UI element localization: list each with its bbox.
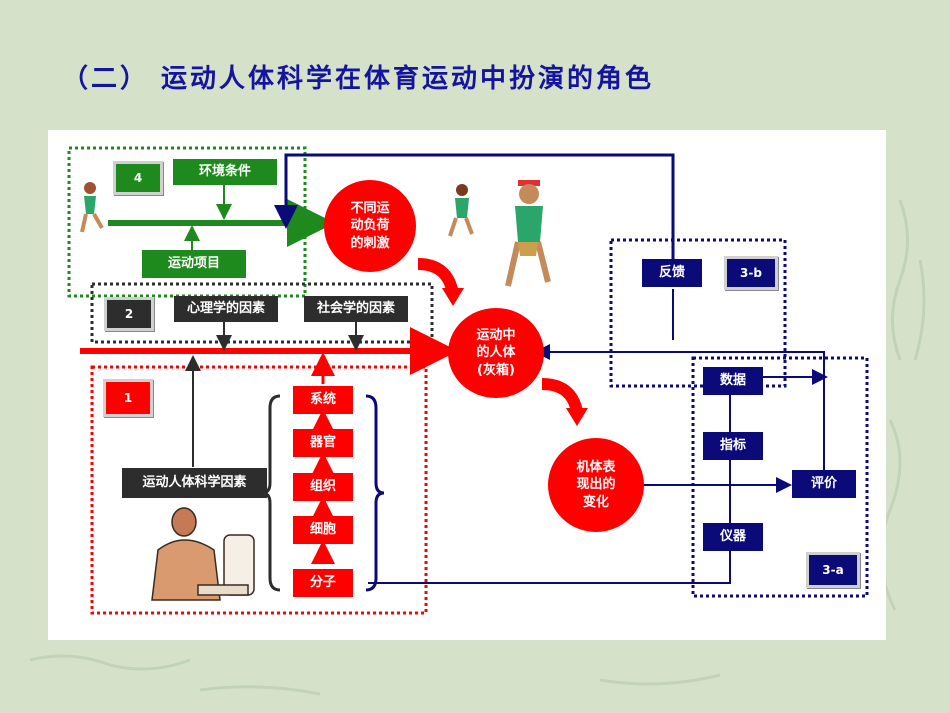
badge-4: 4: [113, 161, 163, 195]
change-line-1: 机体表: [576, 459, 616, 475]
body-line-3: (灰箱): [477, 362, 515, 378]
runner-figure-left: [80, 182, 104, 233]
sociology-factor-box: 社会学的因素: [304, 296, 408, 322]
diagram-panel: 4 环境条件 运动项目 2 心理学的因素 社会学的因素 1 运动人体科学因素 系…: [48, 130, 886, 640]
badge-3b: 3-b: [724, 256, 778, 290]
group3a-border: [691, 356, 869, 598]
evaluate-box: 评价: [792, 470, 856, 498]
sport-science-factor-box: 运动人体科学因素: [122, 468, 267, 498]
badge-3a: 3-a: [806, 552, 860, 588]
level-organ-box: 器官: [293, 429, 353, 457]
data-box: 数据: [703, 367, 763, 395]
body-line-1: 运动中: [476, 327, 516, 343]
level-molecule-box: 分子: [293, 569, 353, 597]
change-line-3: 变化: [582, 494, 609, 510]
index-box: 指标: [703, 432, 763, 460]
page-title: （二） 运动人体科学在体育运动中扮演的角色: [62, 64, 655, 94]
badge-1: 1: [103, 379, 153, 417]
runner-figure-middle: [448, 184, 474, 237]
stimulus-circle: 不同运动负荷的刺激: [324, 180, 416, 272]
badge-2: 2: [104, 297, 154, 331]
group1-border: [90, 365, 428, 615]
feedback-box: 反馈: [642, 259, 702, 287]
human-body-circle: 运动中的人体(灰箱): [448, 308, 544, 398]
stimulus-line-1: 不同运: [350, 200, 390, 216]
instrument-box: 仪器: [703, 523, 763, 551]
stimulus-line-2: 动负荷: [350, 218, 390, 234]
body-line-2: 的人体: [476, 345, 516, 361]
level-tissue-box: 组织: [293, 473, 353, 501]
runner-figure-right: [505, 180, 551, 287]
body-change-circle: 机体表现出的变化: [548, 438, 644, 532]
level-system-box: 系统: [293, 386, 353, 414]
environment-conditions-box: 环境条件: [173, 159, 277, 185]
sport-event-box: 运动项目: [142, 250, 246, 278]
level-cell-box: 细胞: [293, 516, 353, 544]
group2-border: [90, 282, 434, 344]
group3b-border: [609, 238, 787, 388]
person-at-computer: [151, 507, 255, 601]
stimulus-line-3: 的刺激: [350, 235, 390, 251]
change-line-2: 现出的: [576, 477, 616, 493]
psychology-factor-box: 心理学的因素: [174, 296, 278, 322]
